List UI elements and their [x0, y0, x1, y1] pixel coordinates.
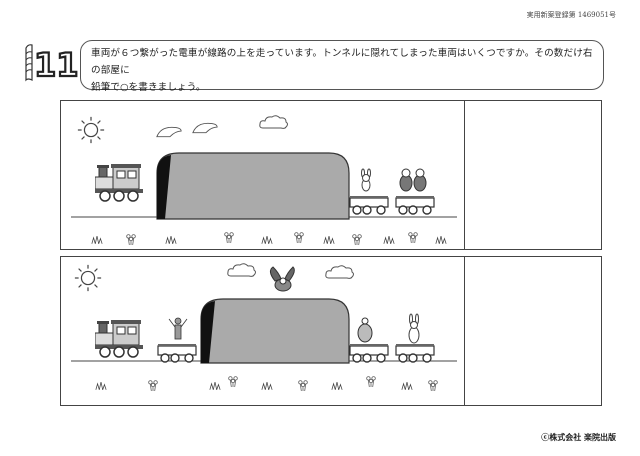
- bird-passenger-icon: [399, 168, 427, 192]
- flower-icon: [298, 380, 308, 391]
- train-car-icon: [157, 343, 197, 363]
- question-number-badge: 11: [25, 44, 78, 82]
- turtle-passenger-icon: [357, 317, 373, 343]
- train-car-icon: [395, 343, 435, 363]
- cloud-icon: [227, 263, 257, 277]
- flying-bird-icon: [269, 266, 295, 292]
- flower-icon: [228, 376, 238, 387]
- flower-row: [95, 376, 438, 391]
- grass-icon: [95, 381, 107, 390]
- rabbit-passenger-icon: [361, 168, 371, 192]
- copyright-text: ⓒ株式会社 楽院出版: [541, 432, 616, 442]
- flower-icon: [224, 232, 234, 243]
- book-icon: [25, 44, 33, 82]
- instruction-line-1: 車両が６つ繋がった電車が線路の上を走っています。トンネルに隠れてしまった車両はい…: [91, 48, 593, 76]
- cloud-icon: [259, 115, 289, 129]
- cloud-icon: [156, 126, 182, 138]
- flower-icon: [428, 380, 438, 391]
- grass-icon: [435, 235, 447, 244]
- train-scene-2: [71, 263, 457, 391]
- flower-icon: [366, 376, 376, 387]
- grass-icon: [331, 381, 343, 390]
- sun-icon: [77, 116, 105, 144]
- grass-icon: [91, 235, 103, 244]
- tunnel-icon: [200, 298, 350, 364]
- flower-icon: [352, 234, 362, 245]
- sun-icon: [74, 264, 102, 292]
- flower-icon: [408, 232, 418, 243]
- train-car-icon: [349, 195, 389, 215]
- registration-number: 実用新案登録第 1469051号: [526, 11, 616, 19]
- grass-icon: [261, 381, 273, 390]
- flower-icon: [294, 232, 304, 243]
- train-scene-1: [71, 115, 457, 245]
- instruction-line-2: 鉛筆で○を書きましょう。: [91, 82, 206, 93]
- flower-icon: [148, 380, 158, 391]
- flower-icon: [126, 234, 136, 245]
- train-car-icon: [395, 195, 435, 215]
- grass-icon: [401, 381, 413, 390]
- tunnel-icon: [156, 152, 361, 220]
- answer-box-1[interactable]: [464, 101, 601, 249]
- robot-passenger-icon: [168, 317, 188, 340]
- grass-icon: [383, 235, 395, 244]
- grass-icon: [261, 235, 273, 244]
- grass-icon: [165, 235, 177, 244]
- answer-box-2[interactable]: [464, 257, 601, 405]
- grass-icon: [323, 235, 335, 244]
- train-car-icon: [349, 343, 389, 363]
- question-number: 11: [34, 46, 78, 82]
- instruction-box: 車両が６つ繋がった電車が線路の上を走っています。トンネルに隠れてしまった車両はい…: [80, 40, 604, 93]
- scene-panel-2: [60, 256, 602, 406]
- scene-panel-1: [60, 100, 602, 250]
- cloud-icon: [192, 122, 218, 134]
- train-engine-icon: [95, 163, 144, 202]
- grass-icon: [209, 381, 221, 390]
- train-engine-icon: [95, 319, 144, 358]
- rabbit-passenger-icon: [408, 313, 420, 344]
- flower-row: [91, 232, 447, 245]
- cloud-icon: [325, 265, 355, 279]
